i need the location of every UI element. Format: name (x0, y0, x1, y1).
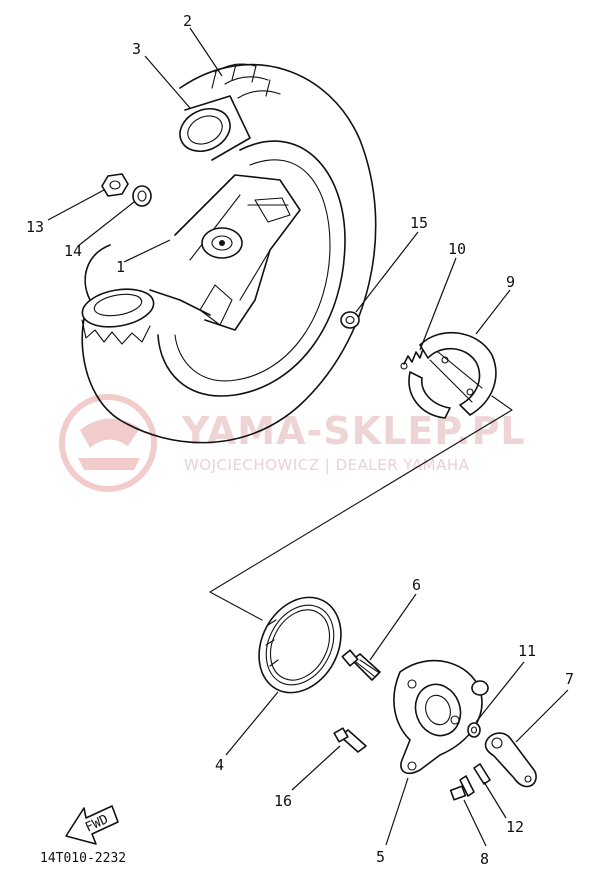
label-part-9: 9 (506, 273, 515, 291)
label-part-6: 6 (412, 576, 421, 594)
label-part-12: 12 (506, 818, 524, 836)
leader-lines (47, 27, 569, 847)
label-part-16: 16 (274, 792, 292, 810)
bolt-12 (473, 763, 491, 785)
label-part-11: 11 (518, 642, 536, 660)
label-part-3: 3 (132, 40, 141, 58)
watermark-logo (59, 394, 157, 492)
washer-14 (132, 185, 152, 207)
brake-shoe-9 (408, 331, 497, 419)
cam-lever-7 (484, 732, 537, 788)
label-part-14: 14 (64, 242, 82, 260)
collar-15 (340, 311, 360, 329)
bolt-6 (341, 649, 381, 681)
nut-13 (101, 173, 129, 197)
label-part-2: 2 (183, 12, 192, 30)
label-part-4: 4 (215, 756, 224, 774)
label-part-7: 7 (565, 670, 574, 688)
label-part-1: 1 (116, 258, 125, 276)
brake-drum-4 (258, 596, 342, 694)
label-part-13: 13 (26, 218, 44, 236)
watermark-tagline: WOJCIECHOWICZ | DEALER YAMAHA (184, 456, 470, 474)
watermark-brand: YAMA-SKLEP.PL (181, 409, 526, 453)
label-part-8: 8 (480, 850, 489, 868)
label-part-10: 10 (448, 240, 466, 258)
bolt-16 (333, 727, 367, 753)
drawing-code: 14T010-2232 (40, 851, 126, 866)
brake-plate-5 (393, 659, 489, 775)
wheel-assembly (81, 63, 377, 444)
fwd-arrow-icon: FWD (65, 805, 119, 845)
seal-11 (467, 722, 481, 738)
label-part-15: 15 (410, 214, 428, 232)
label-part-5: 5 (376, 848, 385, 866)
bolt-8 (449, 775, 475, 801)
